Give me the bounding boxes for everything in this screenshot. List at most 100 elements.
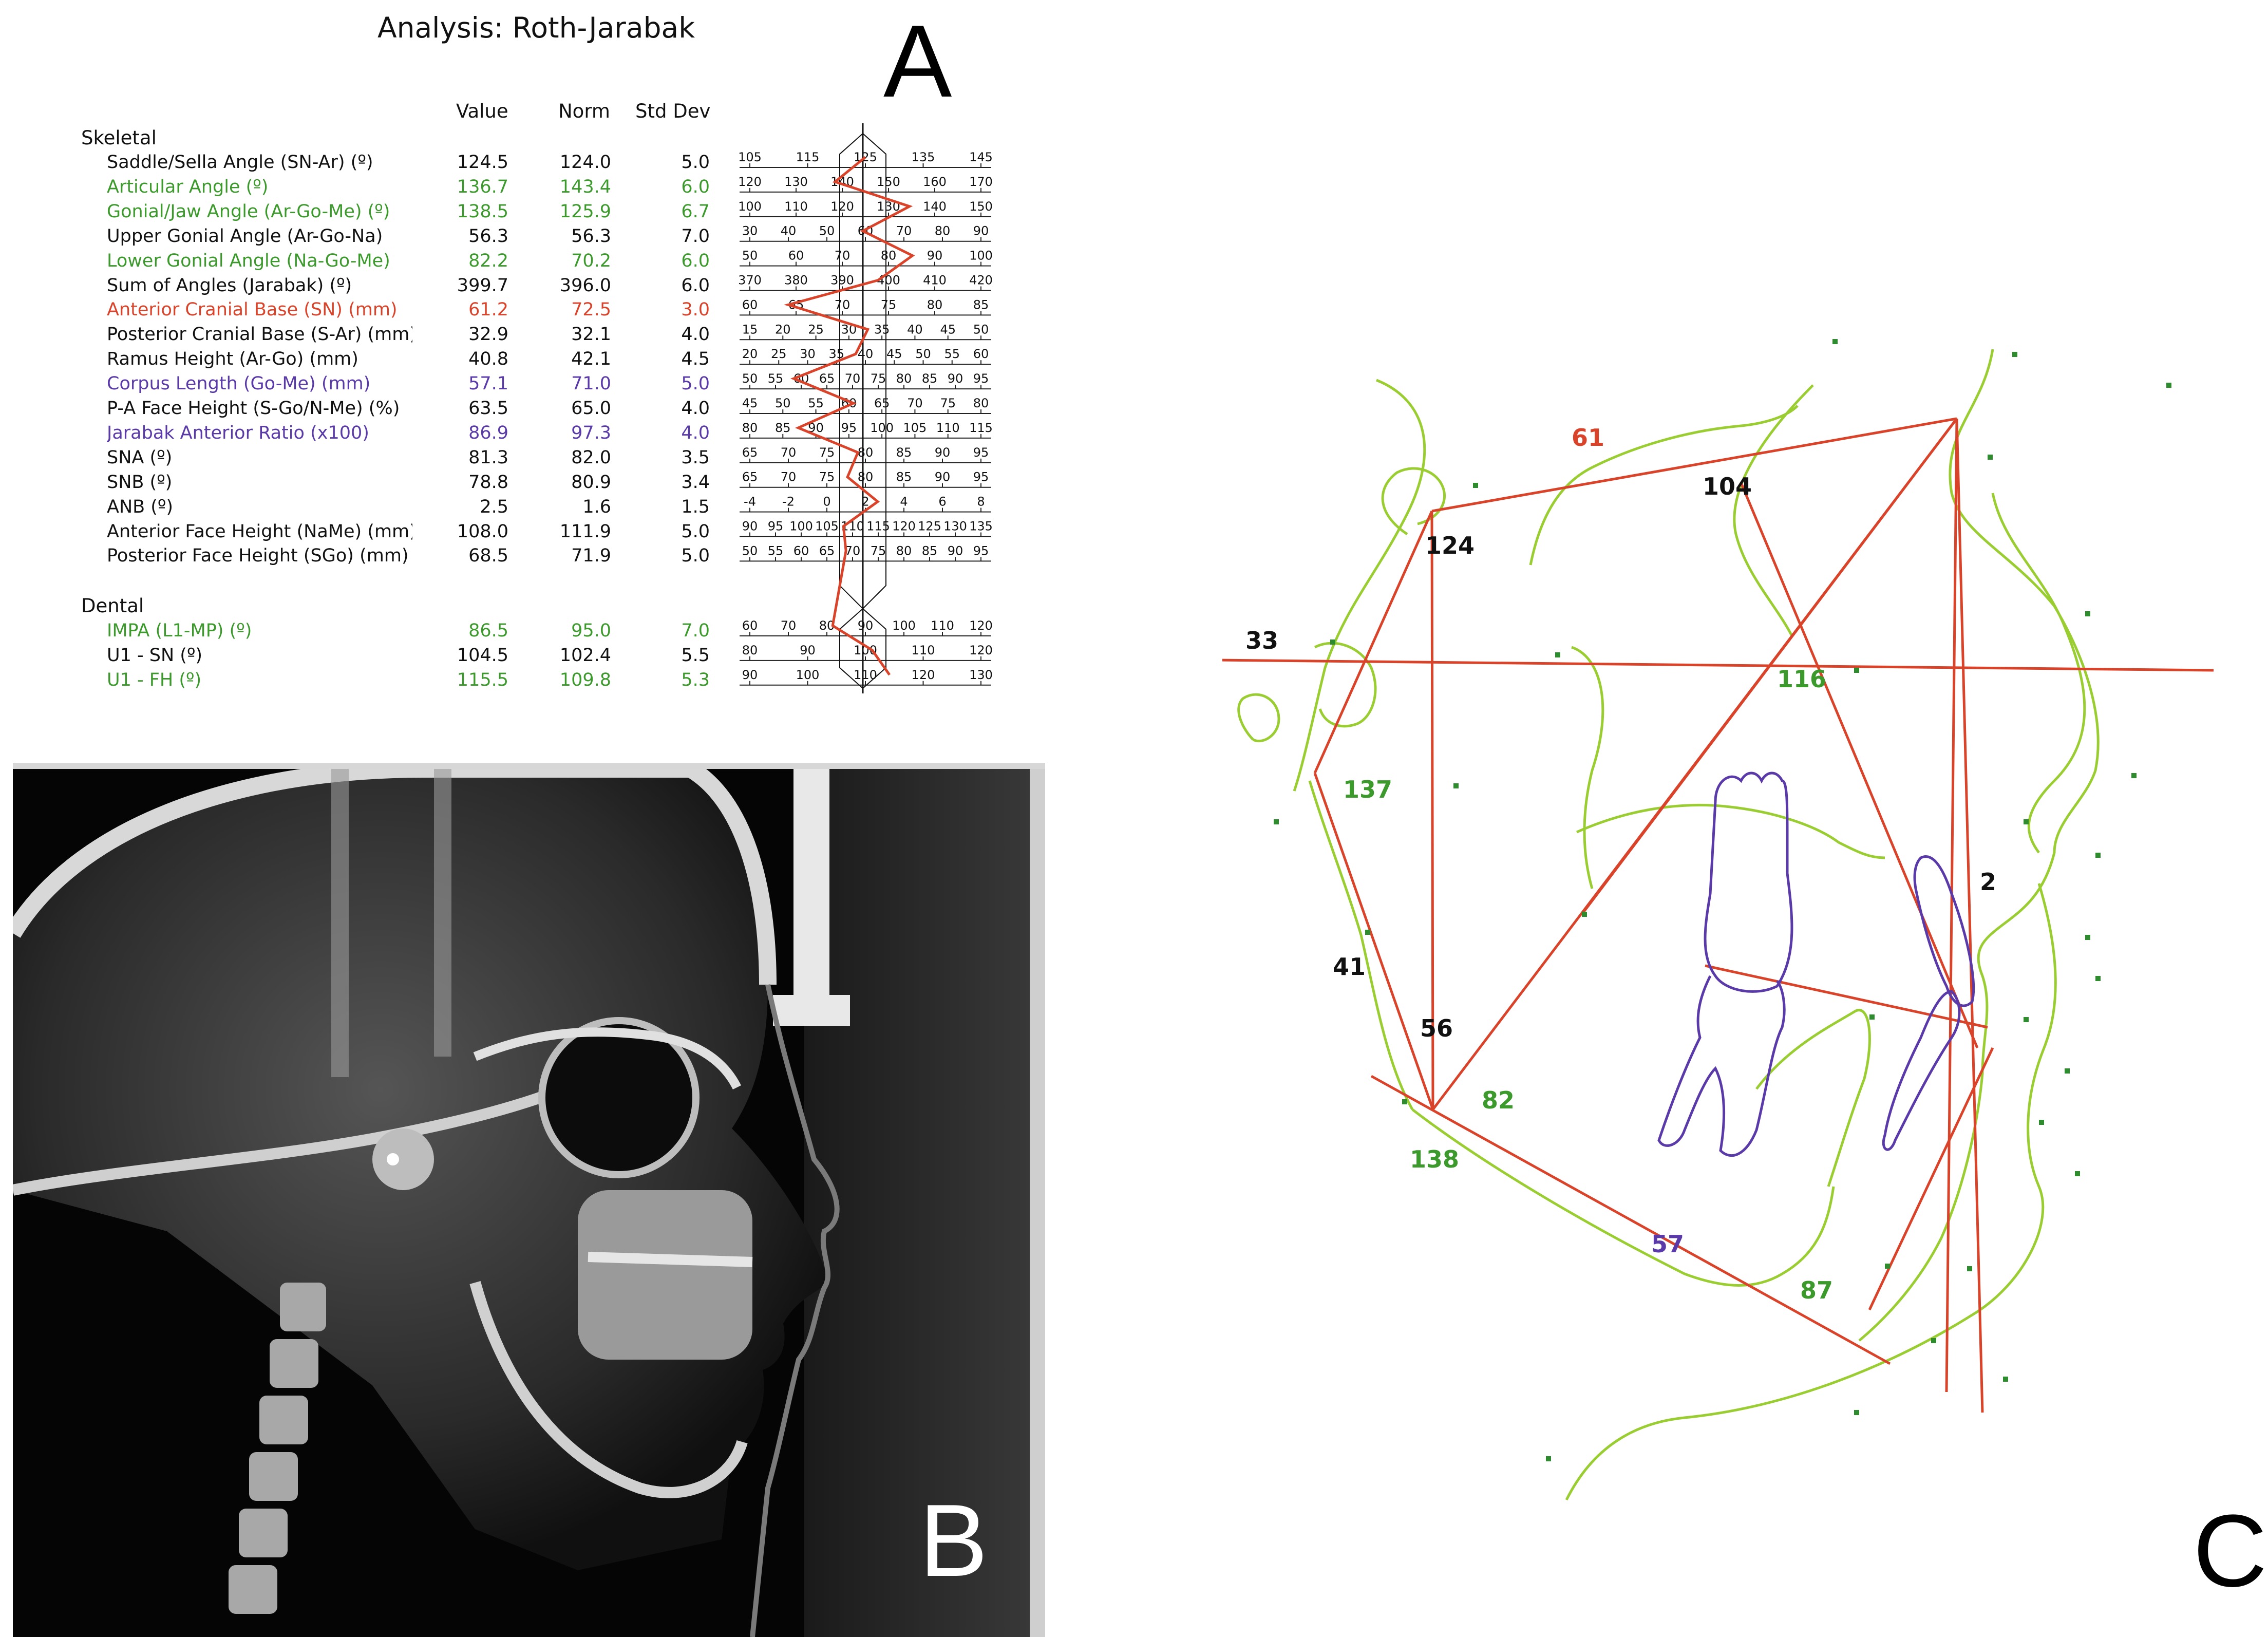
landmark-point (1869, 1014, 1875, 1020)
measurement-norm: 97.3 (571, 422, 611, 443)
measurement-label: Articular Angle (º) (107, 176, 269, 197)
scale-tick-label: 85 (922, 543, 938, 558)
scale-tick-label: 65 (742, 445, 758, 460)
scale-tick-label: 40 (858, 347, 874, 361)
scale-tick-label: 120 (912, 668, 935, 682)
landmark-point (2003, 1377, 2008, 1382)
measurement-annotation: 87 (1800, 1276, 1834, 1304)
measurement-value: 104.5 (457, 645, 508, 666)
l1-line (1868, 1047, 1994, 1311)
section-skeletal: Skeletal (81, 127, 157, 149)
measurement-annotation: 2 (1980, 868, 1997, 896)
lateral-cephalogram-xray (13, 763, 1045, 1637)
landmark-point (1885, 1264, 1890, 1269)
scale-tick-label: 145 (969, 150, 993, 164)
upper-molar (1704, 772, 1793, 993)
scale-tick-label: 50 (973, 322, 989, 336)
measurement-label: Posterior Face Height (SGo) (mm) (107, 545, 409, 567)
scale-tick-label: 90 (935, 470, 951, 484)
anatomical-contours (1237, 349, 2100, 1501)
measurement-label: Anterior Face Height (NaMe) (mm) (107, 521, 412, 542)
scale-tick-label: 70 (781, 618, 797, 633)
scale-tick-label: 100 (969, 249, 993, 263)
measurement-label: Upper Gonial Angle (Ar-Go-Na) (107, 225, 383, 247)
scale-tick-label: 150 (969, 199, 993, 214)
measurement-norm: 109.8 (559, 669, 611, 690)
measurement-value: 32.9 (468, 324, 508, 345)
go-me-line (1370, 1075, 1891, 1365)
n-me-line (1945, 418, 1958, 1393)
landmark-point (1274, 819, 1279, 824)
measurement-norm: 65.0 (571, 398, 611, 419)
scale-tick-label: 80 (742, 421, 758, 435)
landmark-point (2095, 976, 2101, 981)
scale-tick-label: 75 (871, 543, 886, 558)
nose-profile (1858, 349, 2100, 1342)
scale-tick-label: 75 (881, 297, 897, 312)
measurement-norm: 32.1 (571, 324, 611, 345)
mandible-contour (1411, 1108, 1835, 1287)
measurement-norm: 71.0 (571, 373, 611, 394)
sn-line (1431, 417, 1957, 513)
scale-tick-label: 95 (841, 421, 857, 435)
scale-tick-label: 90 (858, 618, 874, 633)
measurement-label: SNA (º) (107, 447, 173, 468)
landmark-point (1555, 652, 1560, 657)
scale-tick-label: 20 (775, 322, 791, 336)
frankfort-line (1222, 658, 2214, 672)
column-header-std-dev: Std Dev (635, 100, 711, 122)
scale-tick-label: 60 (742, 297, 758, 312)
measurement-value: 81.3 (468, 447, 508, 468)
measurement-std-dev: 6.0 (681, 176, 710, 197)
scale-tick-label: 70 (781, 445, 797, 460)
scale-tick-label: 95 (973, 371, 989, 386)
landmark-point (1365, 930, 1370, 935)
landmark-point (2085, 935, 2090, 940)
scale-tick-label: 80 (927, 297, 943, 312)
measurement-std-dev: 6.0 (681, 275, 710, 296)
measurement-norm: 396.0 (559, 275, 611, 296)
scale-tick-label: 60 (788, 249, 804, 263)
scale-tick-label: 95 (973, 445, 989, 460)
scale-tick-label: 40 (907, 322, 923, 336)
measurement-annotation: 137 (1343, 776, 1393, 803)
measurement-value: 78.8 (468, 472, 508, 493)
measurement-label: U1 - FH (º) (107, 669, 202, 690)
n-ar-line (1581, 418, 1958, 915)
measurement-value: 40.8 (468, 349, 508, 370)
measurement-value: 136.7 (457, 176, 508, 197)
measurement-norm: 80.9 (571, 472, 611, 493)
measurement-annotation: 138 (1410, 1145, 1460, 1173)
scale-tick-label: 105 (815, 519, 839, 534)
scale-tick-label: 50 (775, 396, 791, 410)
measurement-value: 86.5 (468, 620, 508, 641)
measurement-label: Corpus Length (Go-Me) (mm) (107, 373, 371, 394)
measurement-label: Ramus Height (Ar-Go) (mm) (107, 349, 358, 370)
measurement-annotation: 33 (1245, 627, 1279, 654)
scale-tick-label: 110 (854, 668, 877, 682)
landmark-point (1453, 783, 1459, 788)
scale-tick-label: 85 (973, 297, 989, 312)
nasal-contour (1733, 384, 1814, 638)
measurement-value: 56.3 (468, 225, 508, 247)
landmark-point (1931, 1338, 1936, 1343)
measurement-label: Anterior Cranial Base (SN) (mm) (107, 299, 398, 321)
scale-tick-label: 85 (775, 421, 791, 435)
measurement-std-dev: 4.0 (681, 422, 710, 443)
scale-tick-label: 130 (969, 668, 993, 682)
scale-tick-label: 120 (892, 519, 916, 534)
scale-tick-label: 75 (940, 396, 956, 410)
measurement-label: ANB (º) (107, 496, 174, 517)
scale-tick-label: 80 (896, 543, 912, 558)
scale-tick-label: 130 (784, 175, 808, 189)
scale-tick-label: 50 (742, 249, 758, 263)
scale-tick-label: 65 (819, 371, 835, 386)
measurement-norm: 125.9 (559, 201, 611, 222)
